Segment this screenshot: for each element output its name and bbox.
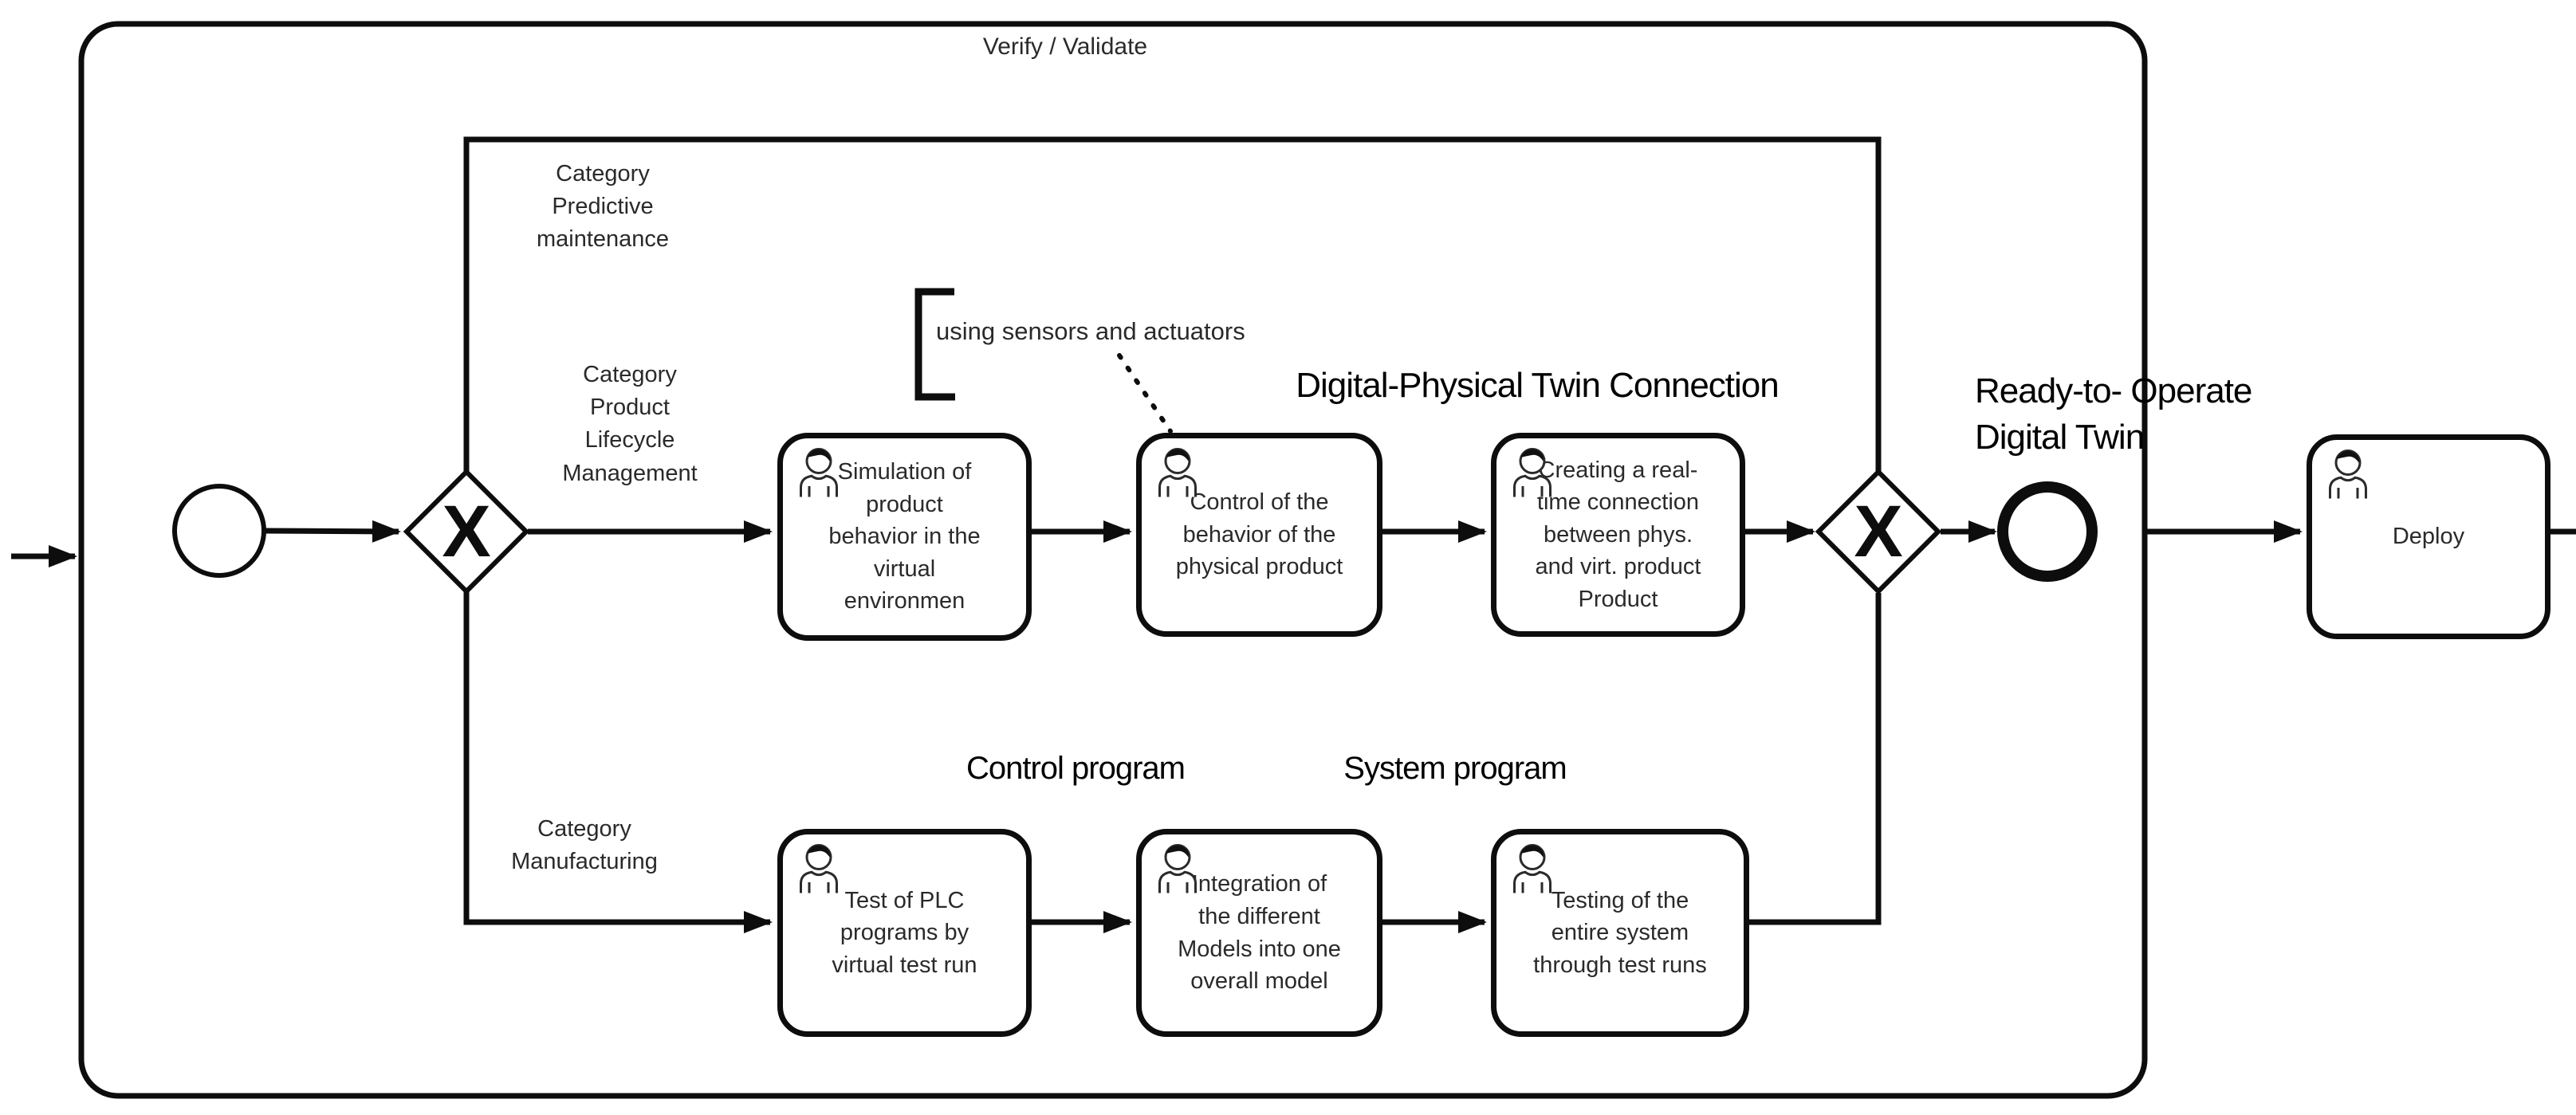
heading-system-program: System program xyxy=(1343,751,1567,786)
user-task-icon xyxy=(1513,844,1551,893)
task-simulation-label: Simulation of product behavior in the vi… xyxy=(828,459,981,614)
flow-start-to-gateway1 xyxy=(265,520,401,543)
exclusive-gateway-join[interactable] xyxy=(1815,468,1942,595)
verify-validate-subprocess-box[interactable] xyxy=(78,21,2148,1099)
subprocess-title: Verify / Validate xyxy=(982,33,1148,60)
task-integration[interactable]: Integration of the different Models into… xyxy=(1136,829,1382,1037)
task-realtime-connection-label: Creating a real- time connection between… xyxy=(1535,457,1701,612)
annotation-bracket xyxy=(914,288,955,401)
heading-ready-to-operate: Ready-to- Operate Digital Twin xyxy=(1975,371,2252,457)
flow-testing-to-gateway2 xyxy=(1738,593,1882,925)
user-task-icon xyxy=(1158,448,1197,497)
task-integration-label: Integration of the different Models into… xyxy=(1178,871,1341,995)
gateway-split-x-symbol: X xyxy=(442,490,491,572)
gateway-join-x-symbol: X xyxy=(1854,490,1903,572)
task-plc-test-label: Test of PLC programs by virtual test run xyxy=(832,887,977,978)
task-simulation[interactable]: Simulation of product behavior in the vi… xyxy=(777,433,1032,641)
flow-gateway1-to-plc xyxy=(463,588,773,933)
user-task-icon xyxy=(1513,448,1551,497)
annotation-association-dotted xyxy=(1117,353,1173,434)
heading-twin-connection: Digital-Physical Twin Connection xyxy=(1296,366,1779,405)
task-deploy[interactable]: Deploy xyxy=(2307,434,2550,639)
end-event[interactable] xyxy=(1997,481,2098,582)
user-task-icon xyxy=(1158,844,1197,893)
task-control-behavior[interactable]: Control of the behavior of the physical … xyxy=(1136,433,1382,637)
task-system-testing-label: Testing of the entire system through tes… xyxy=(1533,887,1707,978)
branch-label-product-lifecycle: Category Product Lifecycle Management xyxy=(562,362,698,486)
user-task-icon xyxy=(2329,450,2367,499)
task-system-testing[interactable]: Testing of the entire system through tes… xyxy=(1491,829,1749,1037)
user-task-icon xyxy=(800,844,838,893)
start-event[interactable] xyxy=(172,484,266,578)
task-deploy-label: Deploy xyxy=(2392,524,2465,550)
heading-control-program: Control program xyxy=(966,751,1186,786)
task-control-behavior-label: Control of the behavior of the physical … xyxy=(1175,489,1343,580)
user-task-icon xyxy=(800,448,838,497)
task-realtime-connection[interactable]: Creating a real- time connection between… xyxy=(1491,433,1745,637)
branch-label-predictive-maintenance: Category Predictive maintenance xyxy=(536,161,670,253)
exclusive-gateway-split[interactable] xyxy=(403,468,530,595)
task-plc-test[interactable]: Test of PLC programs by virtual test run xyxy=(777,829,1032,1037)
annotation-text: using sensors and actuators xyxy=(936,317,1245,345)
branch-label-manufacturing: Category Manufacturing xyxy=(511,816,658,875)
flow-predictive-maintenance-path xyxy=(463,136,1882,477)
